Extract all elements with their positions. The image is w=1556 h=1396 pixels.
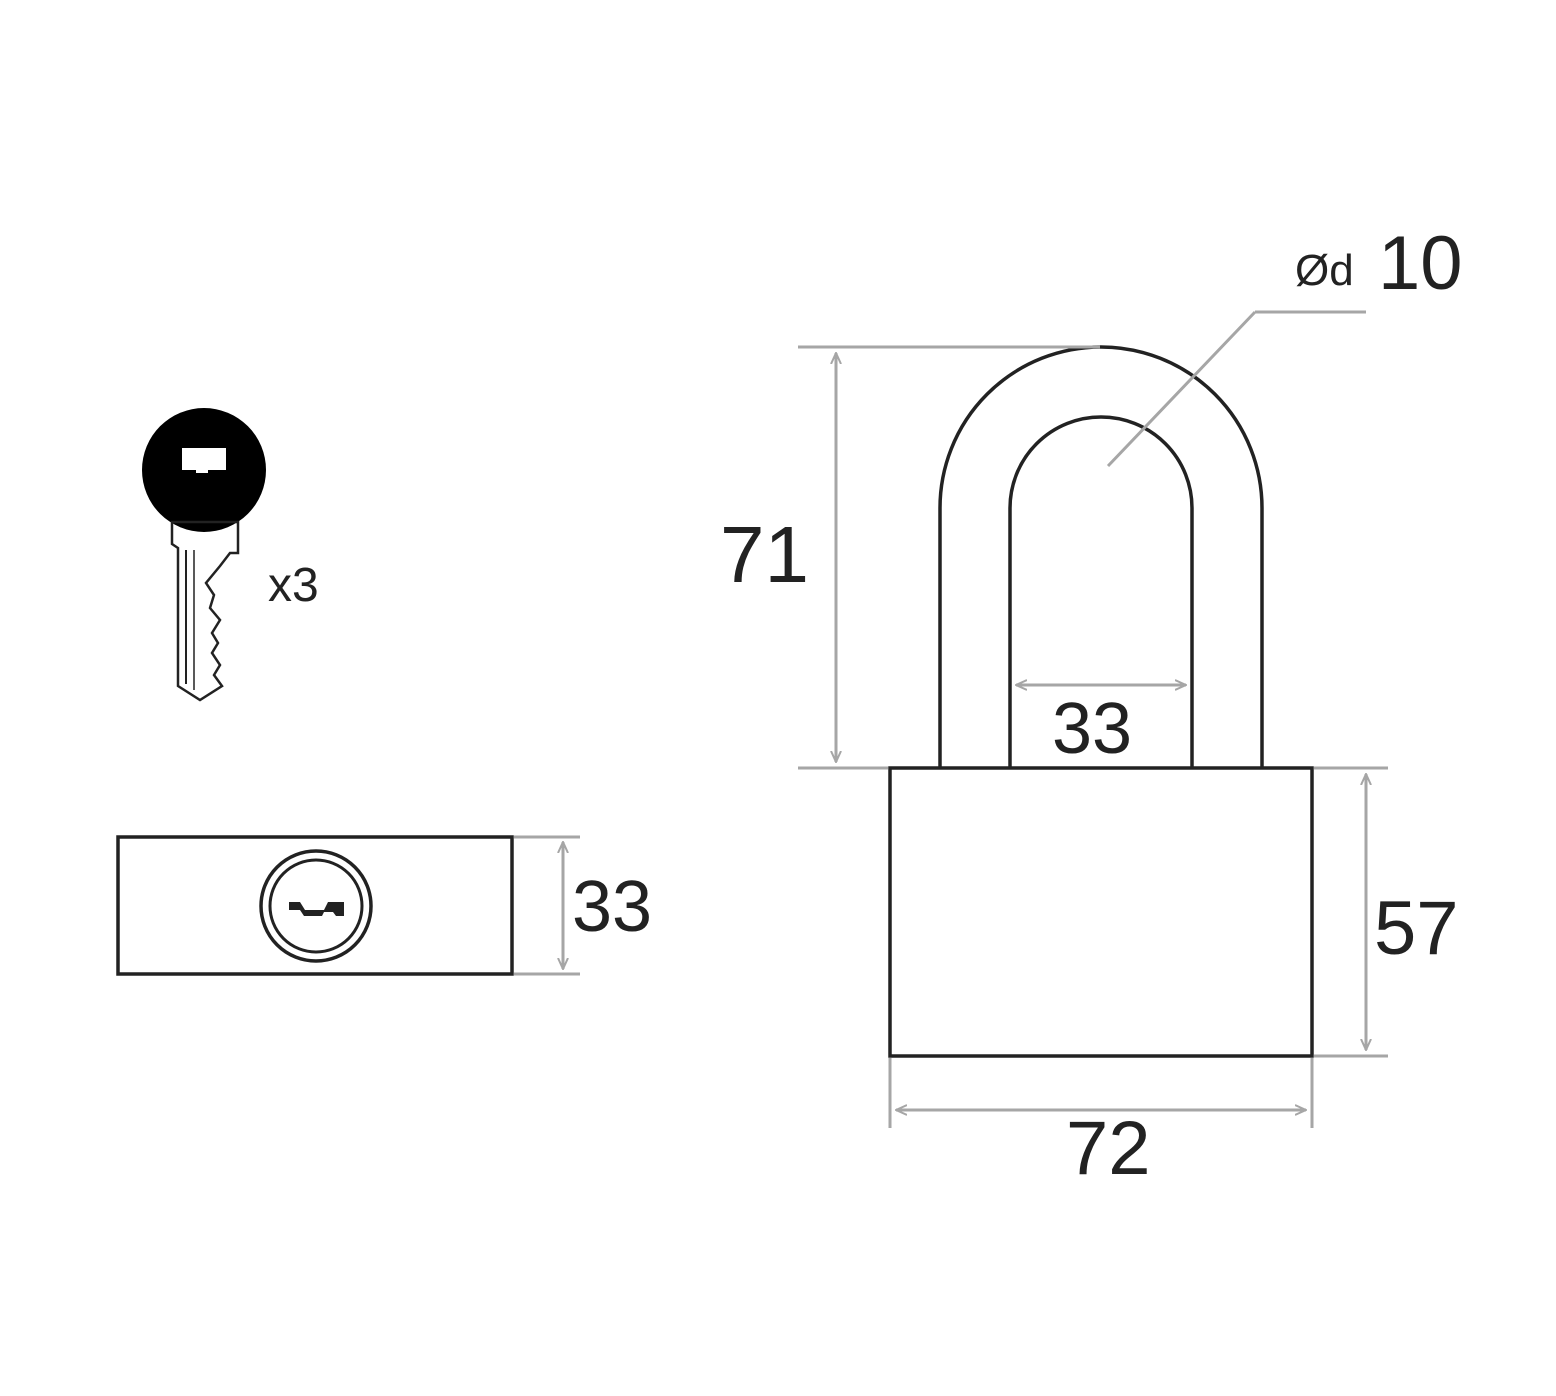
key-head-hole	[182, 448, 226, 470]
padlock-icon	[888, 345, 1314, 1058]
keyhole-icon	[259, 849, 373, 963]
padlock-top-view	[116, 835, 580, 976]
padlock-body	[888, 766, 1314, 1058]
shackle-diameter-value: 10	[1378, 221, 1463, 306]
shackle-diameter-prefix: Ød	[1295, 246, 1354, 295]
top-view-depth-label: 33	[572, 867, 652, 947]
key-icon	[142, 408, 266, 702]
diameter-leader-line	[1106, 310, 1257, 468]
top-view-body	[116, 835, 514, 976]
shackle-inner	[1008, 415, 1194, 768]
key-quantity-label: x3	[268, 559, 319, 612]
shackle-outer	[938, 345, 1264, 768]
shackle-height-label: 71	[720, 510, 809, 599]
body-height-label: 57	[1374, 886, 1459, 971]
shackle-inner-width-label: 33	[1052, 689, 1132, 769]
body-width-label: 72	[1066, 1106, 1151, 1191]
key-blade	[170, 520, 240, 702]
